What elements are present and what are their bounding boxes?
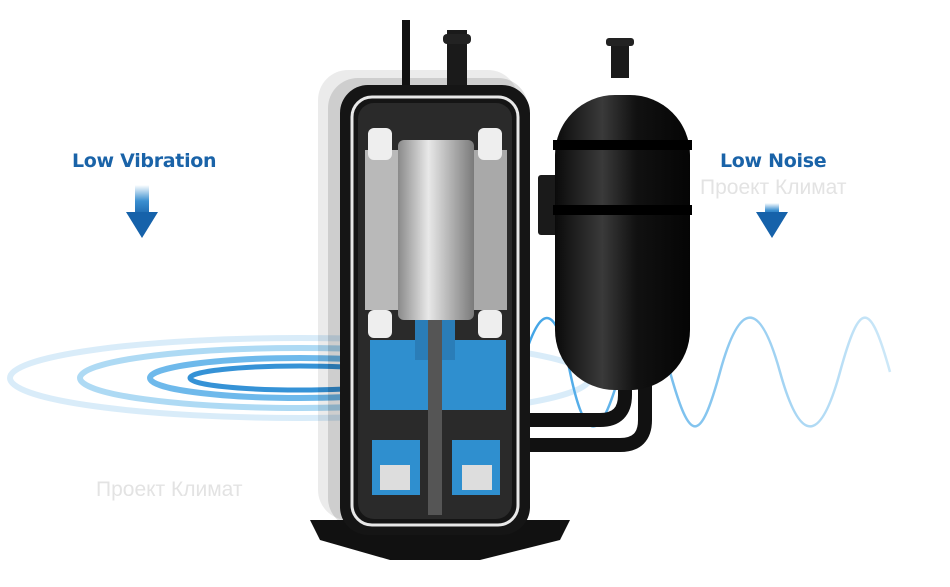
down-arrow-icon bbox=[126, 185, 158, 238]
low-noise-label: Low Noise bbox=[720, 150, 827, 172]
down-arrow-icon bbox=[756, 203, 788, 238]
sound-wave bbox=[518, 316, 892, 428]
low-vibration-label: Low Vibration bbox=[72, 150, 217, 172]
watermark: Проект Климат bbox=[700, 176, 847, 199]
motor bbox=[398, 140, 474, 320]
accumulator bbox=[555, 95, 690, 390]
watermark: Проект Климат bbox=[96, 478, 243, 501]
